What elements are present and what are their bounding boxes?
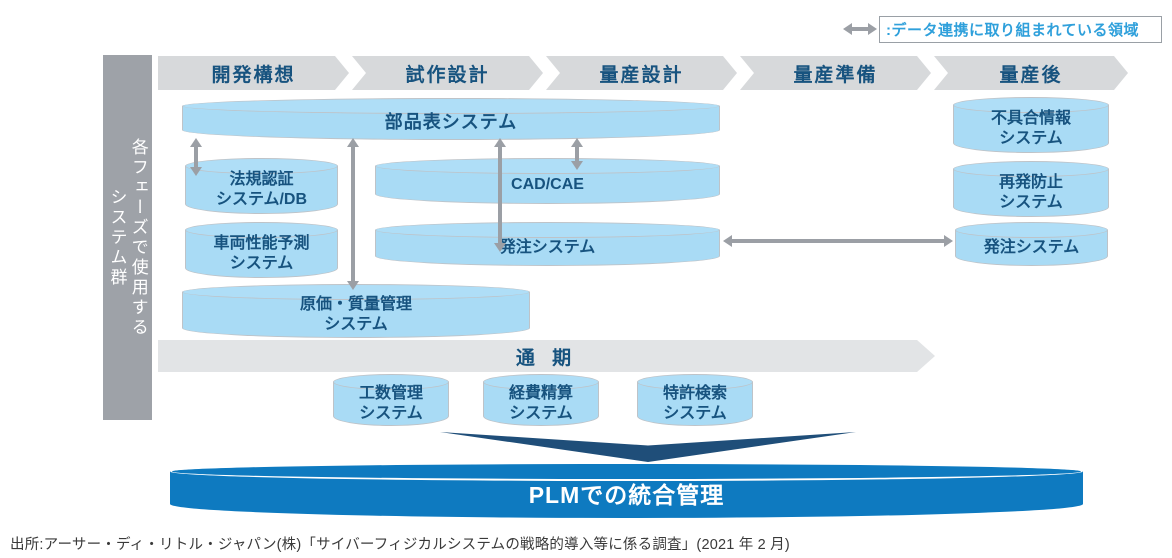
cylinder-expense-system: 経費精算 システム	[483, 374, 599, 426]
cylinder-label: 発注システム	[499, 238, 596, 256]
cylinder-cad-cae: CAD/CAE	[375, 158, 720, 204]
phase-mass-production-prep: 量産準備	[740, 56, 931, 90]
phase-label: 開発構想	[211, 64, 296, 86]
arrow-bom-ordering	[494, 138, 506, 252]
arrow-bom-cad-cae	[571, 138, 583, 170]
cylinder-ordering-system-right: 発注システム	[955, 222, 1108, 266]
cylinder-bom-system: 部品表システム	[182, 98, 720, 140]
data-link-arrow-icon	[843, 23, 877, 35]
cylinder-patent-system: 特許検索 システム	[637, 374, 753, 426]
cylinder-label: 工数管理 システム	[358, 384, 423, 422]
cylinder-label: 不具合情報 システム	[990, 109, 1071, 147]
plm-label: PLMでの統合管理	[528, 481, 725, 508]
arrow-ordering-mid-right	[723, 235, 953, 247]
cylinder-body	[185, 230, 338, 278]
cylinder-body	[953, 105, 1109, 153]
cylinder-top-ellipse	[185, 158, 338, 174]
phase-label: 量産準備	[793, 64, 878, 86]
cylinder-top-ellipse	[955, 222, 1108, 238]
phase-after-mass-production: 量産後	[934, 56, 1128, 90]
arrow-bom-cost-quality	[347, 138, 359, 290]
cylinder-top-ellipse	[375, 222, 720, 238]
sidebar-phase-systems: 各フェーズで使用する システム群	[103, 55, 152, 420]
period-arrow: 通 期	[158, 340, 935, 372]
phase-label: 量産後	[999, 64, 1063, 86]
phase-mass-production-design: 量産設計	[546, 56, 737, 90]
cylinder-label: 発注システム	[983, 238, 1080, 256]
cylinder-label: 経費精算 システム	[508, 384, 573, 422]
cylinder-label: CAD/CAE	[511, 175, 584, 193]
cylinder-label: 部品表システム	[384, 112, 518, 133]
cylinder-top-ellipse	[953, 161, 1109, 177]
cylinder-manhour-system: 工数管理 システム	[333, 374, 449, 426]
phase-prototype-design: 試作設計	[352, 56, 543, 90]
cylinder-top-ellipse	[375, 158, 720, 174]
cylinder-top-ellipse	[637, 374, 753, 390]
cylinder-top-ellipse	[182, 98, 720, 114]
cylinder-top-ellipse	[185, 222, 338, 238]
cylinder-cost-quality-system: 原価・質量管理 システム	[182, 284, 530, 338]
phase-development-concept: 開発構想	[158, 56, 349, 90]
cylinder-vehicle-performance-system: 車両性能予測 システム	[185, 222, 338, 278]
cylinder-body	[375, 166, 720, 204]
cylinder-top-ellipse	[953, 97, 1109, 113]
legend-box: :データ連携に取り組まれている領域	[879, 16, 1162, 43]
cylinder-label: 原価・質量管理 システム	[299, 295, 412, 333]
arrow-bom-regulation	[190, 138, 202, 176]
phase-label: 試作設計	[405, 64, 490, 86]
cylinder-label: 特許検索 システム	[662, 384, 727, 422]
cylinder-regulation-system: 法規認証 システム/DB	[185, 158, 338, 214]
cylinder-label: 法規認証 システム/DB	[215, 170, 308, 208]
cylinder-defect-info-system: 不具合情報 システム	[953, 97, 1109, 153]
cylinder-label: 車両性能予測 システム	[213, 234, 310, 272]
sidebar-label: 各フェーズで使用する システム群	[107, 137, 148, 338]
down-chevron-icon	[440, 432, 856, 462]
cylinder-body	[953, 169, 1109, 217]
cylinder-plm-integration: PLMでの統合管理	[170, 462, 1083, 518]
cylinder-body	[185, 166, 338, 214]
cylinder-ordering-system-mid: 発注システム	[375, 222, 720, 266]
source-citation: 出所:アーサー・ディ・リトル・ジャパン(株)「サイバーフィジカルシステムの戦略的…	[10, 537, 790, 553]
cylinder-label: 再発防止 システム	[998, 173, 1063, 211]
cylinder-top-ellipse	[170, 462, 1083, 481]
cylinder-top-ellipse	[483, 374, 599, 390]
cylinder-top-ellipse	[333, 374, 449, 390]
period-label: 通 期	[515, 347, 578, 369]
phase-label: 量産設計	[599, 64, 684, 86]
legend-label: :データ連携に取り組まれている領域	[886, 22, 1140, 39]
cylinder-recurrence-prevention-system: 再発防止 システム	[953, 161, 1109, 217]
